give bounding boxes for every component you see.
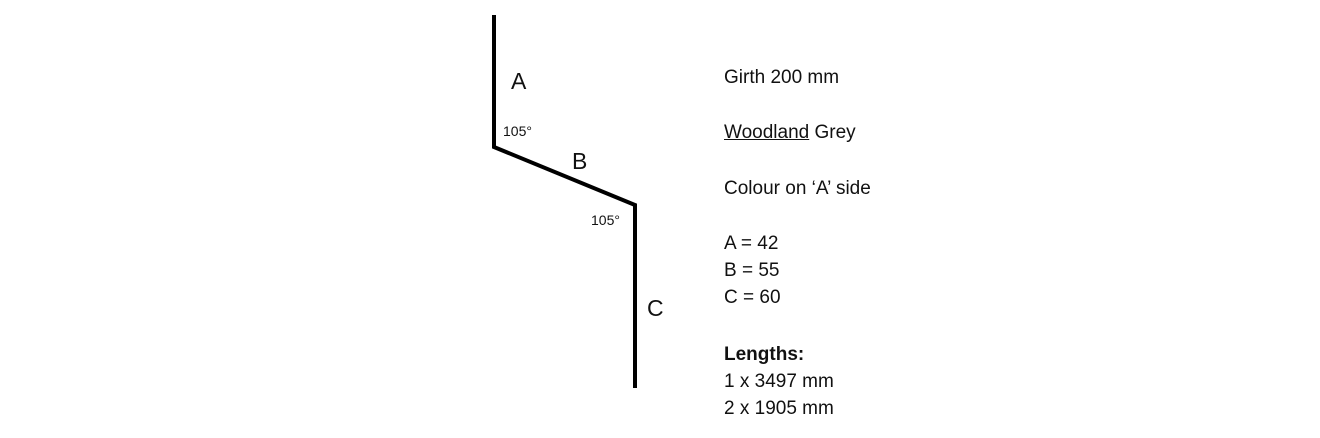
colour-name-rest: Grey [809,122,856,143]
segment-c-label: C [647,295,664,321]
girth-text: Girth 200 mm [724,67,840,88]
length-2: 2 x 1905 mm [724,398,834,419]
angle-2-label: 105° [591,212,620,228]
dimension-b: B = 55 [724,260,780,281]
flashing-profile-line [492,15,637,388]
length-1: 1 x 3497 mm [724,371,834,392]
lengths-heading: Lengths: [724,344,805,365]
angle-1-label: 105° [503,123,532,139]
segment-a-label: A [511,68,527,94]
specification-panel: Girth 200 mm Woodland Grey Colour on ‘A’… [724,0,1044,438]
segment-b-label: B [572,148,587,174]
dimension-a: A = 42 [724,233,779,254]
colour-name: Woodland Grey [724,119,856,146]
colour-name-underlined: Woodland [724,122,810,143]
dimension-c: C = 60 [724,287,781,308]
colour-side-text: Colour on ‘A’ side [724,178,871,199]
